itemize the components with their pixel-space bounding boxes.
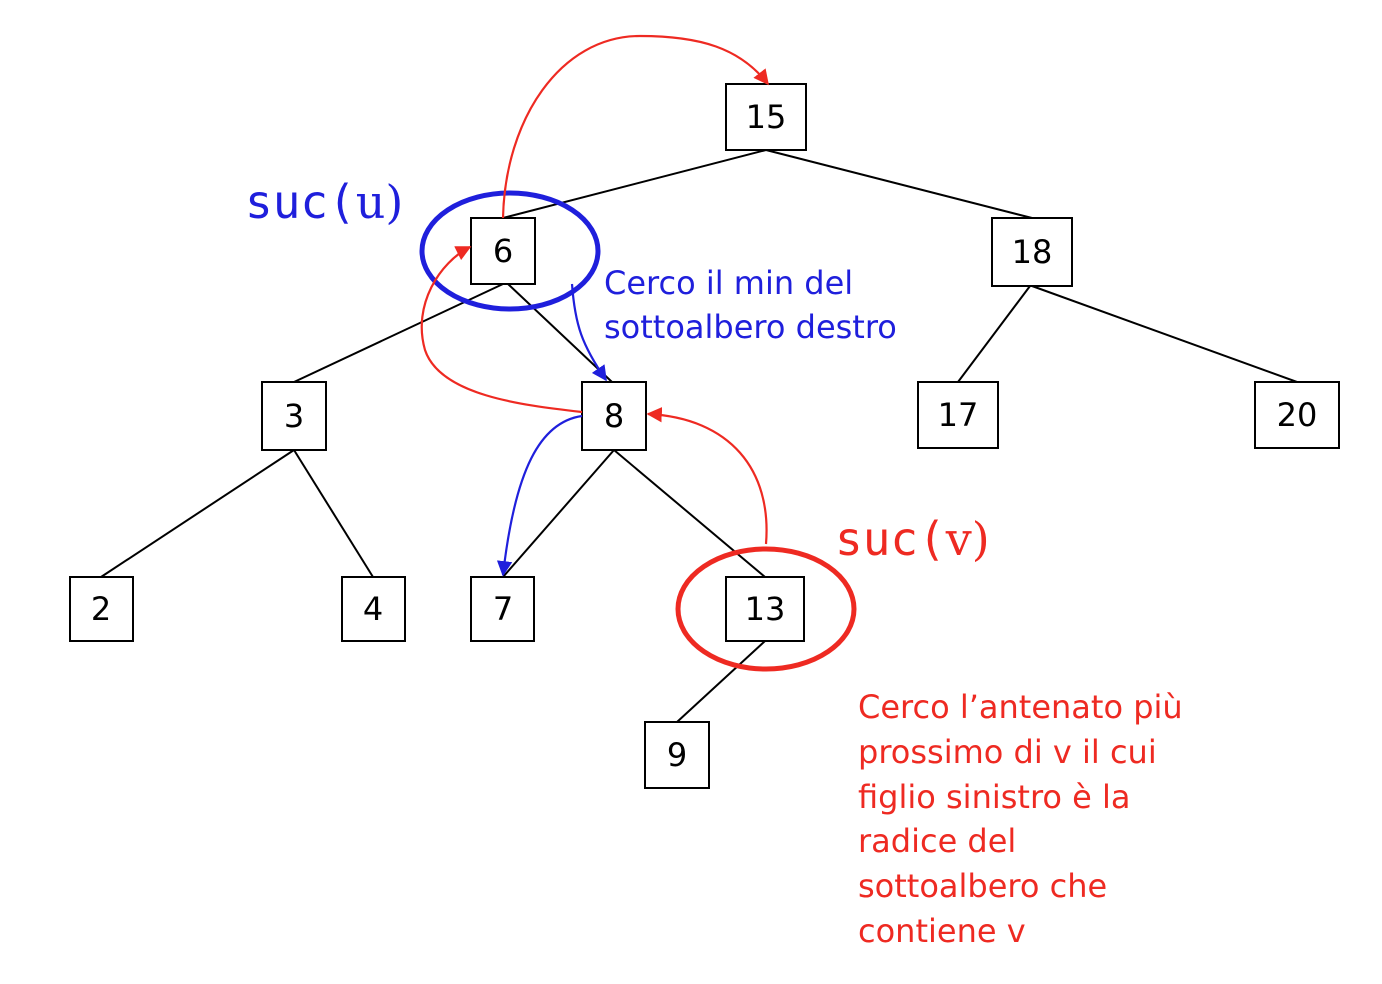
node-17: 17 <box>917 381 999 449</box>
node-label: 17 <box>938 396 979 434</box>
node-label: 6 <box>493 232 513 270</box>
suc-v-highlight-circle <box>675 546 857 672</box>
note-line: radice del <box>858 822 1016 860</box>
note-nearest-ancestor: Cerco l’antenato più prossimo di v il cu… <box>858 688 1183 950</box>
edge-6-3 <box>293 283 504 383</box>
node-label: 7 <box>493 590 513 628</box>
node-label: 4 <box>363 590 383 628</box>
edge-15-6 <box>502 149 767 219</box>
node-2: 2 <box>69 576 134 642</box>
edge-8-13 <box>613 449 766 578</box>
edge-18-17 <box>957 285 1031 383</box>
node-label: 9 <box>667 736 687 774</box>
edge-15-18 <box>765 149 1033 219</box>
arrow-6-to-8 <box>570 283 607 382</box>
note-line: sottoalbero che <box>858 867 1107 905</box>
edge-3-2 <box>100 449 295 578</box>
edge-8-7 <box>502 449 615 578</box>
node-label: 20 <box>1277 396 1318 434</box>
suc-u-highlight-circle <box>419 190 601 312</box>
note-line: Cerco l’antenato più <box>858 688 1183 726</box>
node-7: 7 <box>470 576 535 642</box>
node-13: 13 <box>725 576 805 642</box>
node-label: 3 <box>284 397 304 435</box>
node-8: 8 <box>581 381 647 451</box>
node-label: 2 <box>91 590 111 628</box>
edge-18-20 <box>1031 285 1298 383</box>
arrow-8-to-7 <box>496 414 583 577</box>
arrow-13-to-8 <box>646 406 768 545</box>
node-20: 20 <box>1254 381 1340 449</box>
suc-v-label: suc(v) <box>835 512 990 566</box>
node-label: 8 <box>604 397 624 435</box>
node-18: 18 <box>991 217 1073 287</box>
note-min-right-subtree: Cerco il min del sottoalbero destro <box>604 264 897 346</box>
note-line: contiene v <box>858 912 1026 950</box>
note-line: figlio sinistro è la <box>858 778 1131 816</box>
arrow-8-to-6 <box>420 246 583 414</box>
note-line: prossimo di v il cui <box>858 733 1157 771</box>
node-label: 18 <box>1012 233 1053 271</box>
note-line: sottoalbero destro <box>604 308 897 346</box>
tree-nodes: 15 6 18 3 8 17 20 2 <box>69 83 1340 789</box>
node-label: 15 <box>746 98 787 136</box>
node-15: 15 <box>725 83 807 151</box>
edge-13-9 <box>676 640 766 723</box>
note-line: Cerco il min del <box>604 264 853 302</box>
node-label: 13 <box>745 590 786 628</box>
node-3: 3 <box>261 381 327 451</box>
node-6: 6 <box>470 217 536 285</box>
node-9: 9 <box>644 721 710 789</box>
node-4: 4 <box>341 576 406 642</box>
suc-u-label: suc(u) <box>245 175 403 229</box>
edge-3-4 <box>293 449 374 578</box>
arrow-6-to-15 <box>501 34 769 219</box>
